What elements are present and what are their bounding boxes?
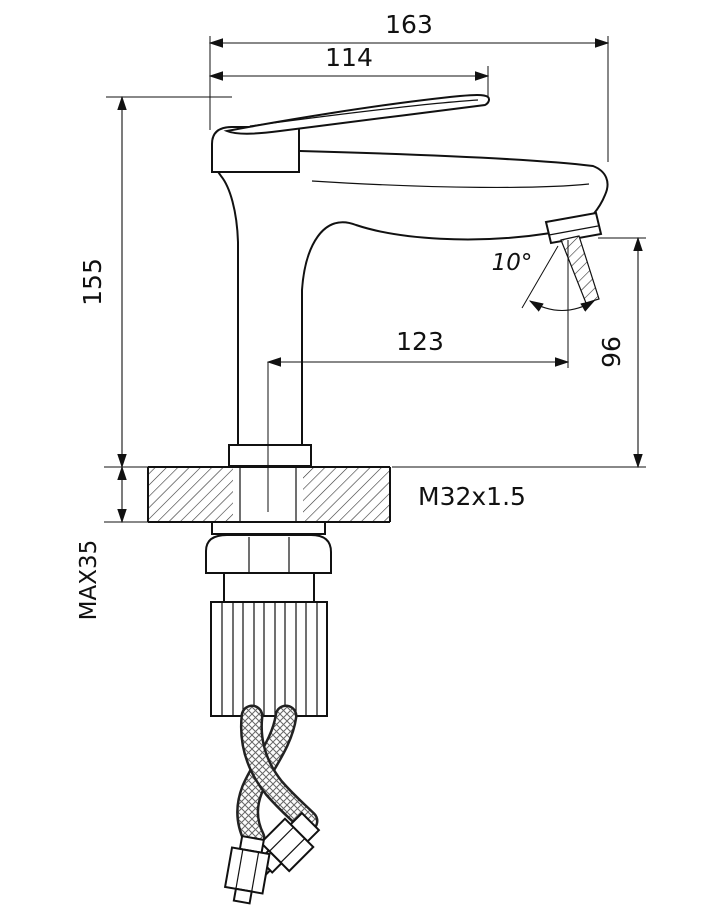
angle-reference-line (521, 245, 559, 309)
spout-reach-label: 123 (396, 327, 444, 356)
mounting-nut (205, 534, 332, 574)
shank-neck (223, 573, 315, 602)
faucet-spout-body (212, 150, 609, 446)
dimension-spout-reach: 123 (266, 240, 570, 512)
base-flange (228, 444, 312, 467)
max-mounting-thickness-label: MAX35 (76, 540, 102, 621)
total-length-label: 163 (385, 10, 433, 39)
shank-ribs (221, 602, 318, 716)
water-jet (560, 235, 600, 304)
mounting-hardware-group (205, 521, 332, 717)
handle-lever (223, 94, 490, 135)
stream-angle-label: 10° (492, 250, 533, 276)
lever-highlight-line (249, 99, 479, 127)
deck-section-group (147, 466, 391, 523)
spout-aerator (544, 211, 603, 245)
hose-left-braid (238, 707, 295, 847)
spout-outlet-height-label: 96 (597, 336, 626, 368)
thread-spec-label: M32x1.5 (418, 482, 526, 511)
hose-right-braid (242, 707, 316, 830)
handle-length-label: 114 (325, 43, 373, 72)
body-height-label: 155 (78, 258, 107, 306)
deck-hatch-left (149, 468, 233, 521)
dimension-spout-outlet-height: 96 (392, 236, 646, 469)
hose-fitting-left (223, 834, 271, 905)
deck-hatch-right (303, 468, 389, 521)
dimension-max-mounting-thickness: MAX35 (76, 465, 150, 621)
aerator-face-line (548, 225, 599, 236)
washer (211, 521, 326, 535)
faucet-body-group (211, 94, 609, 467)
thread-spec-group: M32x1.5 (418, 482, 526, 511)
spout-seam-line (311, 180, 590, 189)
angle-arc (528, 300, 596, 312)
stream-angle-group: 10° (492, 235, 600, 312)
supply-hoses-group (223, 704, 321, 905)
ribbed-shank (210, 601, 328, 717)
dimension-handle-length: 114 (208, 43, 490, 96)
dimension-total-length: 163 (208, 10, 610, 162)
dimension-body-height: 155 (78, 95, 232, 469)
